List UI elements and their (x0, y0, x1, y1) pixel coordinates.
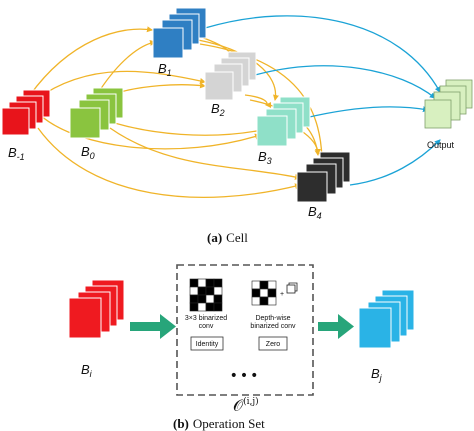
blue-edges (204, 15, 441, 186)
edge-b0-b2 (109, 82, 206, 96)
operation-symbol: 𝒪(i,j) (233, 396, 259, 415)
ellipsis: ••• (230, 368, 261, 384)
label-output: Output (427, 140, 455, 150)
edge-b1-b4 (199, 43, 325, 159)
label-b0: B0 (81, 144, 95, 161)
block-bm1 (1, 89, 51, 136)
label-bm1: B-1 (8, 145, 25, 162)
block-b0 (69, 87, 124, 139)
block-output (424, 79, 473, 129)
block-bj (358, 289, 415, 349)
plus-icon: + (280, 291, 284, 298)
edge-b1-out (204, 15, 441, 93)
edge-b0-b3 (104, 119, 263, 136)
label-b1: B1 (158, 61, 172, 78)
edge-b1-b3 (197, 39, 279, 101)
edge-b0-b1 (99, 40, 156, 91)
block-b2 (204, 51, 257, 101)
edge-b4-out (349, 139, 441, 186)
op2-text-line2: binarized conv (250, 323, 296, 330)
caption-operation-set: (b)Operation Set (173, 416, 265, 431)
edge-b0-b4 (109, 127, 301, 180)
label-b3: B3 (258, 149, 272, 166)
edge-bm1-b4 (37, 127, 301, 198)
edge-bm1-b3 (39, 114, 261, 150)
green-arrow-out (318, 314, 354, 339)
edge-b2-b3 (244, 94, 272, 108)
label-b2: B2 (211, 101, 225, 118)
identity-box (190, 336, 224, 351)
block-b4 (296, 151, 351, 203)
edge-bm1-b2 (34, 70, 206, 101)
edge-b2-out (254, 65, 436, 99)
block-b3 (256, 96, 311, 147)
zero-box (258, 336, 288, 351)
op1-text-line2: conv (199, 323, 214, 330)
identity-label: Identity (196, 341, 219, 348)
op1-text-line1: 3×3 binarized (185, 315, 227, 322)
green-arrow-in (130, 314, 176, 339)
label-bi: Bi (81, 362, 93, 379)
label-b4: B4 (308, 204, 322, 221)
block-bi (68, 279, 125, 339)
binary-conv-grid-icon (189, 278, 223, 312)
edge-b3-out (304, 106, 429, 119)
depthwise-conv-icon (251, 280, 277, 306)
pointwise-icon (286, 282, 298, 294)
op2-text-line1: Depth-wise (255, 315, 290, 322)
caption-cell: (a)Cell (207, 230, 248, 245)
label-bj: Bj (371, 366, 383, 383)
edge-bm1-b1 (29, 26, 153, 96)
zero-label: Zero (266, 341, 281, 348)
block-b1 (152, 7, 207, 59)
